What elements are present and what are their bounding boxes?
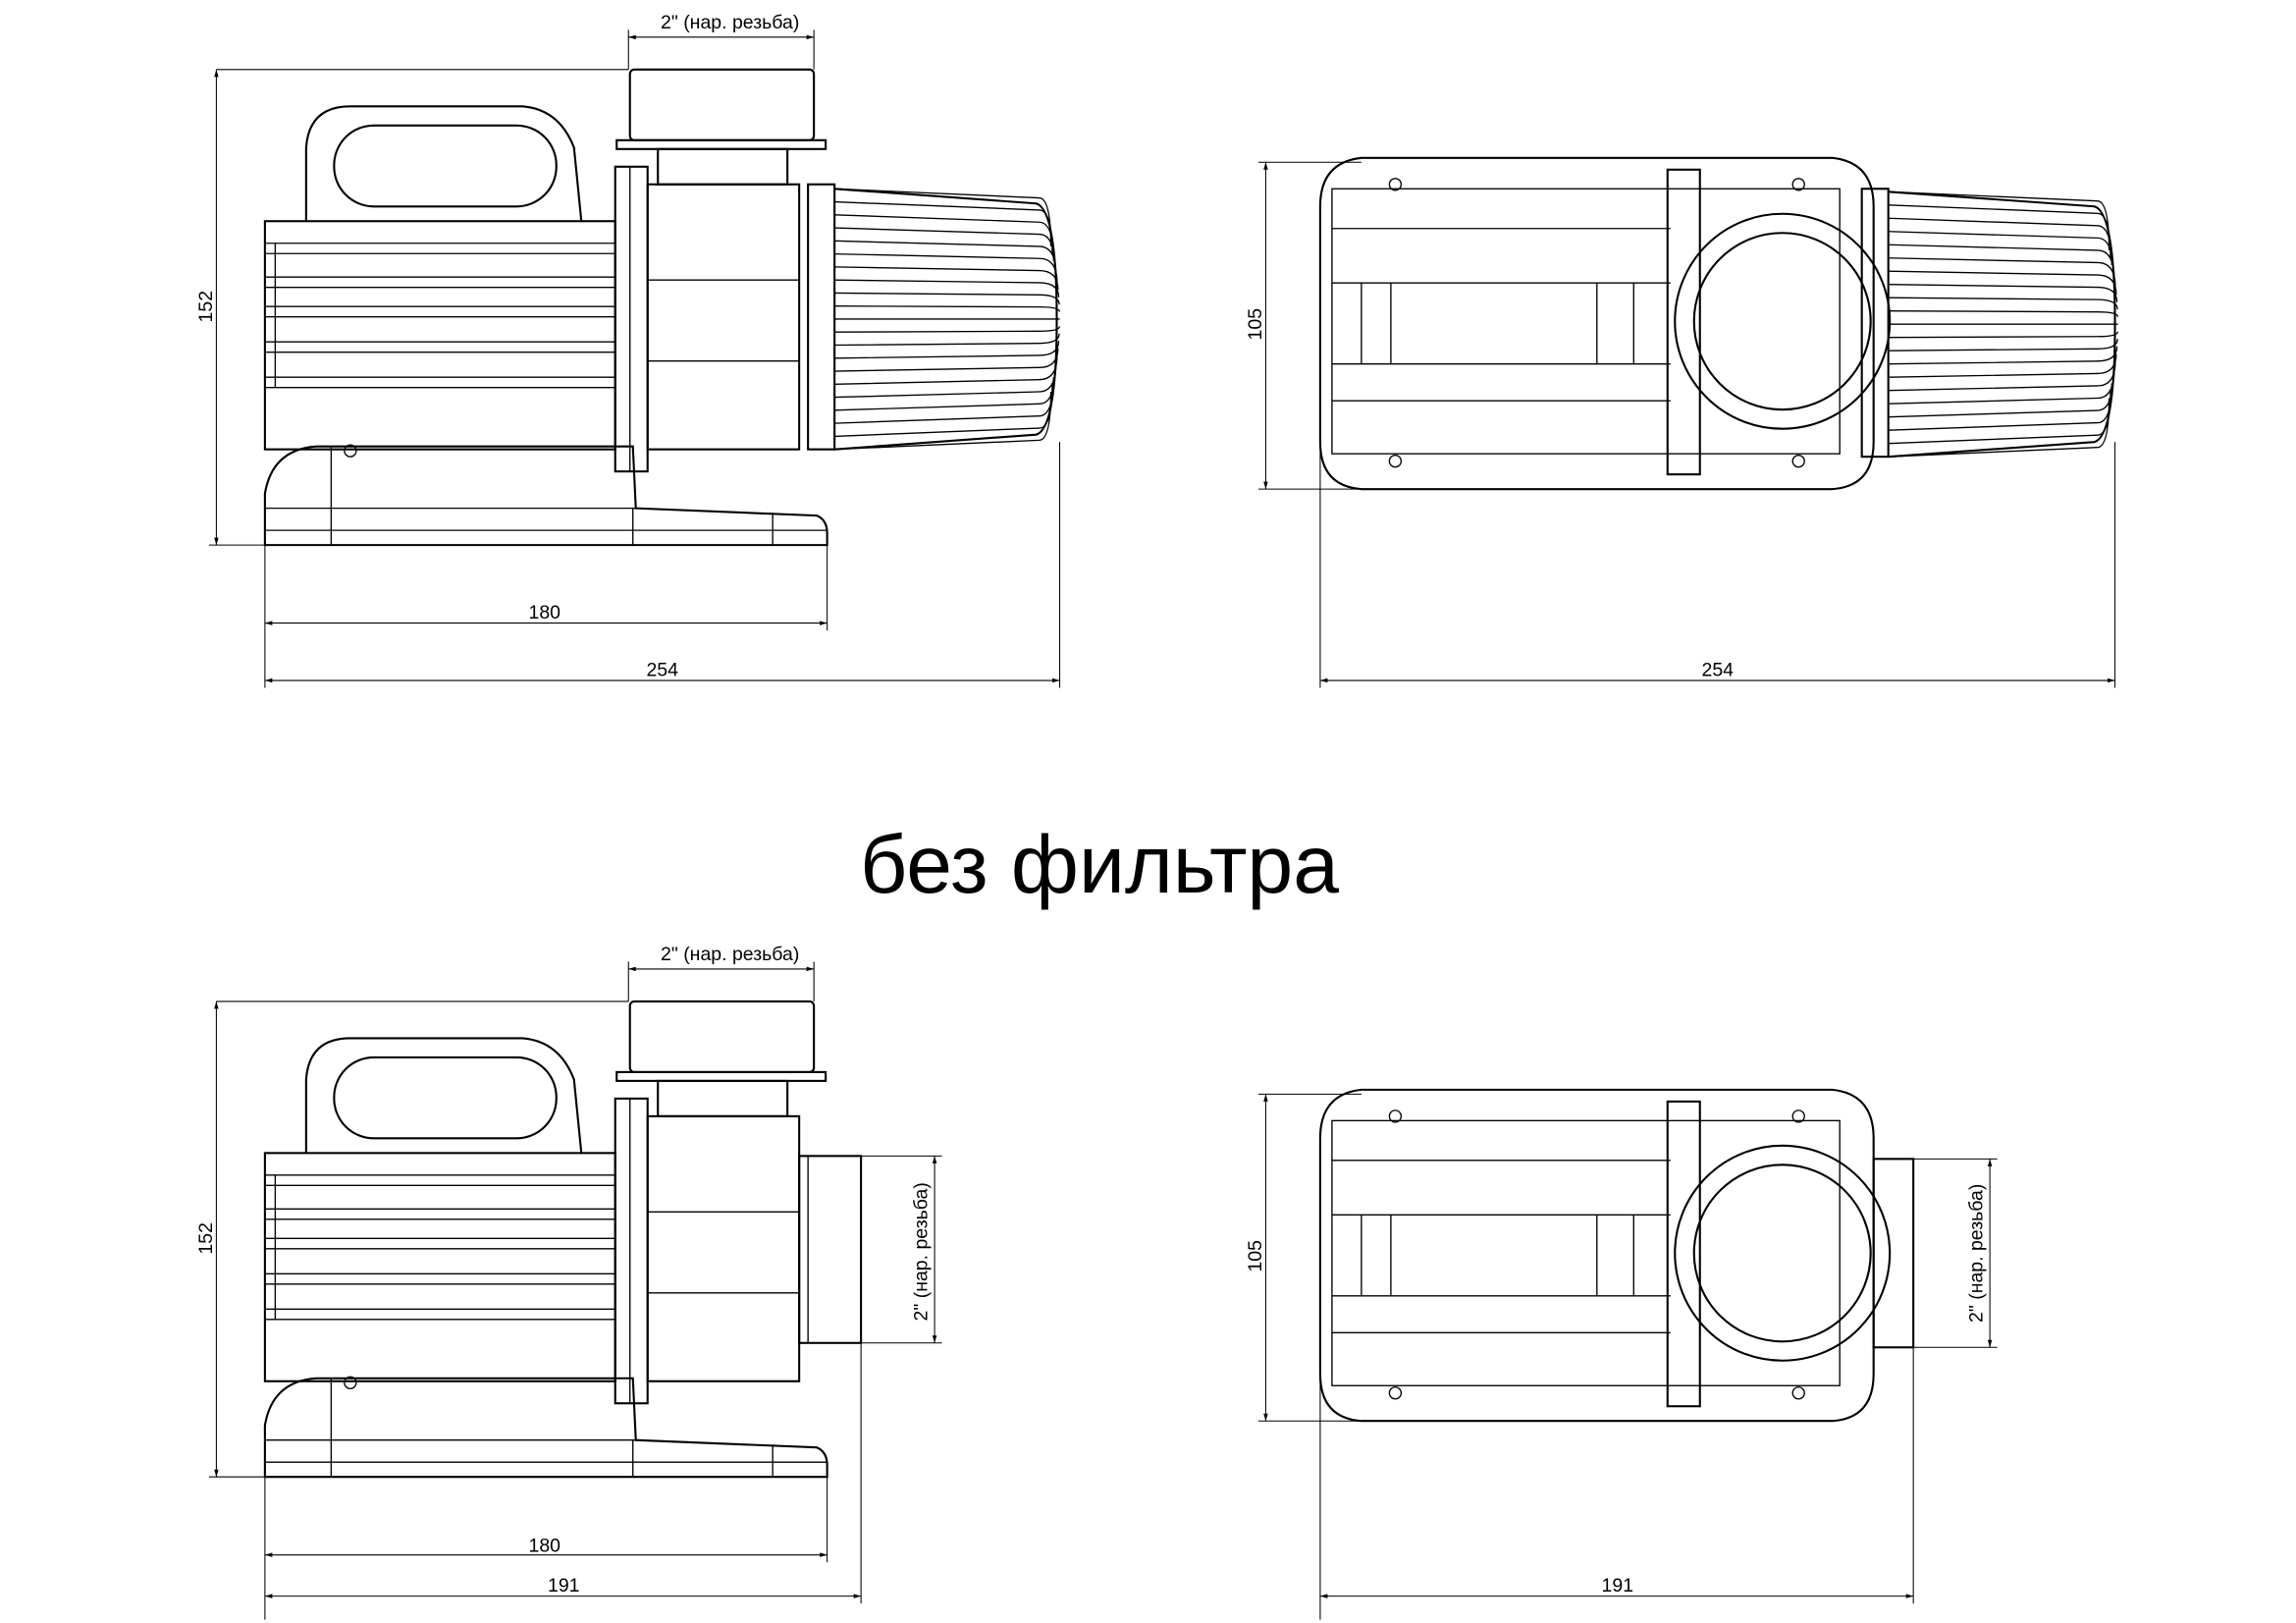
filter-rib (834, 392, 1052, 451)
filter-rib (834, 333, 1060, 347)
side-view-with-filter: 2" (нар. резьба) 152 180 254 (195, 12, 1061, 688)
filter-rib (834, 326, 1061, 333)
filter-rib (834, 305, 1061, 312)
filter-rib (1888, 346, 2118, 365)
outlet-thread-label: 2" (нар. резьба) (911, 1182, 933, 1321)
total-length-label: 254 (646, 660, 678, 681)
total-length-label: 254 (1701, 660, 1734, 681)
filter-rib (1888, 231, 2114, 273)
total-length-label: 191 (1602, 1575, 1634, 1596)
width-dimension-label: 105 (1245, 1240, 1266, 1272)
plan-view-with-filter: 105 254 (1245, 158, 2119, 688)
thread-dimension-label: 2" (нар. резьба) (661, 12, 799, 33)
side-view-without-filter: 2" (нар. резьба) 2" (нар. резьба) 152 18… (195, 944, 942, 1620)
filter-rib (1888, 297, 2118, 310)
drawing-title: без фильтра (860, 818, 1339, 910)
filter-rib (834, 369, 1056, 411)
filter-cage (834, 188, 1061, 451)
filter-rib (1888, 339, 2118, 352)
filter-rib (834, 279, 1060, 298)
filter-rib (1888, 284, 2118, 302)
filter-rib (1888, 190, 2110, 250)
filter-rib (1888, 217, 2113, 265)
filter-outline (1888, 190, 2116, 459)
filter-rib (1888, 398, 2110, 458)
filter-rib (834, 266, 1059, 291)
filter-rib (1888, 383, 2113, 431)
total-length-label: 191 (548, 1575, 580, 1596)
filter-rib (1888, 353, 2117, 378)
filter-outline (834, 188, 1058, 451)
filter-rib (834, 348, 1059, 372)
width-dimension-label: 105 (1245, 308, 1266, 341)
filter-rib (1888, 331, 2119, 339)
base-length-label: 180 (529, 1536, 561, 1557)
filter-rib (1888, 270, 2117, 296)
filter-rib (1888, 375, 2114, 418)
height-dimension-label: 152 (195, 1222, 217, 1255)
filter-cage (1888, 190, 2119, 459)
filter-rib (1888, 310, 2119, 317)
base-length-label: 180 (529, 602, 561, 623)
filter-rib (834, 292, 1060, 305)
outlet-thread-label: 2" (нар. резьба) (1966, 1184, 1988, 1323)
thread-dimension-label: 2" (нар. резьба) (661, 944, 799, 965)
plan-view-without-filter: 105 2" (нар. резьба) 191 (1245, 1090, 1998, 1620)
filter-rib (834, 341, 1060, 359)
height-dimension-label: 152 (195, 291, 217, 323)
filter-rib (834, 227, 1056, 269)
filter-rib (834, 188, 1052, 246)
